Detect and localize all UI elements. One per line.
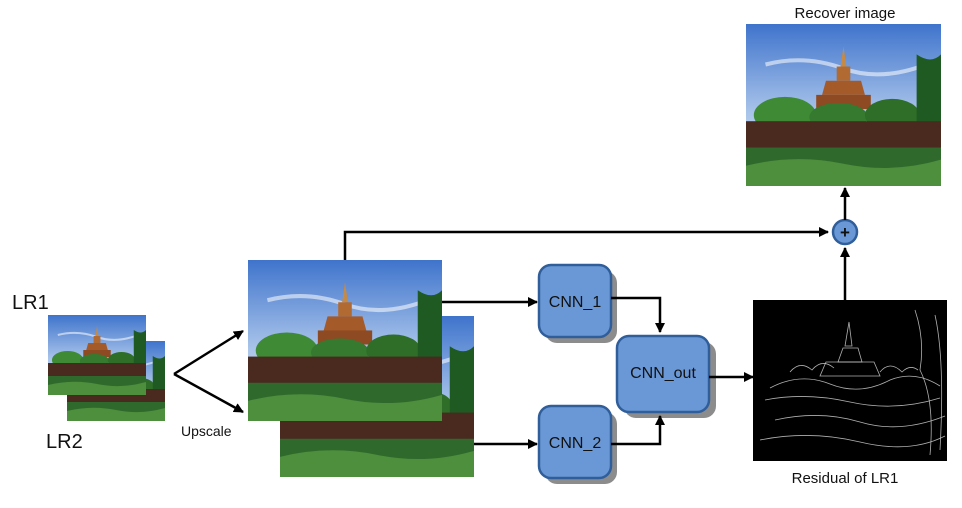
upscale-arrow-top <box>173 329 244 376</box>
upscaled-lr1-image <box>248 260 442 421</box>
skip-connection <box>343 227 829 260</box>
cnn-out-label: CNN_out <box>630 365 696 382</box>
cnn-out-node: CNN_out <box>615 334 716 418</box>
residual-image <box>753 300 947 461</box>
cnn1-node: CNN_1 <box>537 263 617 343</box>
add-node: + <box>831 218 859 246</box>
upscale-arrow-bottom <box>173 372 244 414</box>
lr1-label: LR1 <box>12 292 49 314</box>
cnn2-to-cnnout <box>611 415 665 446</box>
cnn1-to-cnnout <box>611 296 665 333</box>
upscale-label: Upscale <box>181 423 232 439</box>
cnn1-label: CNN_1 <box>549 294 602 311</box>
cnn2-node: CNN_2 <box>537 404 617 484</box>
recover-label: Recover image <box>795 5 896 22</box>
lr1-image <box>48 315 146 395</box>
lr2-label: LR2 <box>46 431 83 453</box>
recovered-image <box>746 24 941 186</box>
cnn2-label: CNN_2 <box>549 435 602 452</box>
residual-label: Residual of LR1 <box>792 470 899 487</box>
add-symbol: + <box>840 223 850 242</box>
